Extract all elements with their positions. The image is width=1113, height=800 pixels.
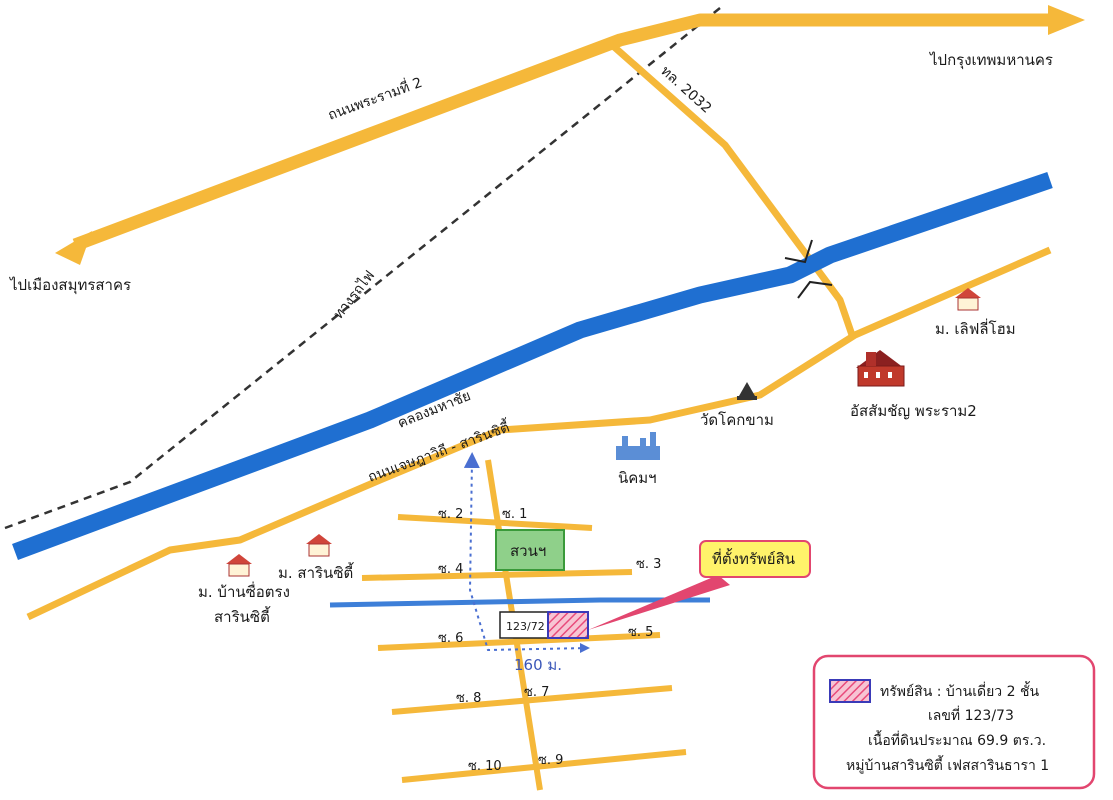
callout-pointer [588,575,730,630]
house-icon-sarin [306,534,332,557]
soi-roads [361,459,687,791]
label-soi-1: ซ. 1 [502,507,527,522]
park [495,529,565,571]
label-soi-7: ซ. 7 [524,685,549,700]
label-industrial: นิคมฯ [618,469,657,487]
school-icon [856,350,905,387]
factory-icon [616,432,660,460]
lot-123-72 [499,611,549,639]
label-park: สวนฯ [510,542,546,560]
arrow-bangkok-icon [1048,5,1085,35]
label-to-samut-sakhon: ไปเมืองสมุทรสาคร [9,276,131,295]
arrow-samut-sakhon-icon [55,231,92,265]
railway-line [4,7,721,530]
legend-line4: หมู่บ้านสารินซิตี้ เฟสสารินธารา 1 [846,755,1049,774]
rama2-road [55,5,1085,265]
label-assumption: อัสสัมชัญ พระราม2 [850,402,977,420]
label-soi-4: ซ. 4 [438,562,463,577]
legend: ทรัพย์สิน : บ้านเดี่ยว 2 ชั้น เลขที่ 123… [812,654,1096,790]
house-icon-baan [226,554,252,577]
label-soi-2: ซ. 2 [438,507,463,522]
label-soi-6: ซ. 6 [438,631,463,646]
label-lot-123-72: 123/72 [506,620,545,633]
label-soi-5: ซ. 5 [628,625,653,640]
legend-line1: ทรัพย์สิน : บ้านเดี่ยว 2 ชั้น [880,681,1039,700]
label-soi-3: ซ. 3 [636,557,661,572]
callout-text: ที่ตั้งทรัพย์สิน [712,548,795,568]
canal [12,171,1053,560]
label-to-bangkok: ไปกรุงเทพมหานคร [929,51,1053,70]
property-lot [547,611,589,639]
distance-arrow-icon [580,643,590,653]
label-distance: 160 ม. [514,656,562,674]
label-soi-8: ซ. 8 [456,691,481,706]
label-baan-line1: ม. บ้านซื่อตรง [198,581,290,601]
legend-line3: เนื้อที่ดินประมาณ 69.9 ตร.ว. [868,730,1046,749]
house-icon-lovely [955,288,981,311]
bridge-icon [784,239,833,299]
legend-swatch [829,679,871,703]
road-2032 [609,42,856,337]
label-soi-9: ซ. 9 [538,753,563,768]
label-baan-line2: สารินซิตี้ [214,606,271,626]
label-lovely-home: ม. เลิฟลี่โฮม [935,318,1016,338]
temple-icon [737,382,757,400]
label-sarin-city: ม. สารินซิตี้ [278,562,354,582]
main-road [26,246,1052,621]
legend-line2: เลขที่ 123/73 [928,706,1014,724]
distance-path [463,452,589,652]
label-wat: วัดโคกขาม [700,411,774,429]
callout-box [699,540,811,578]
label-soi-10: ซ. 10 [468,759,502,774]
label-railway: ทางรถไฟ [330,267,378,322]
